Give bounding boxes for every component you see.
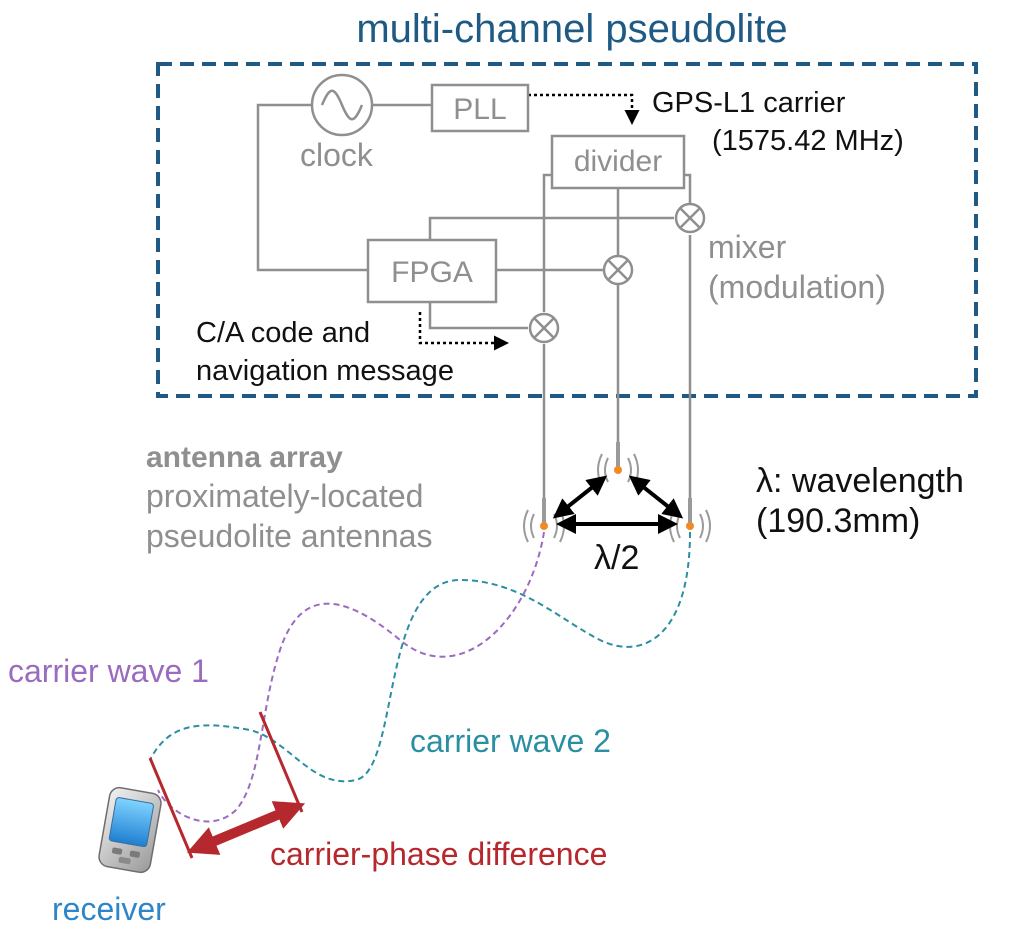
mixer-icon [602, 254, 634, 286]
divider-block [550, 134, 686, 190]
clock-label: clock [300, 137, 374, 173]
spacing-arrows [552, 475, 684, 534]
modulation-label: (modulation) [708, 269, 886, 305]
receiver-device-icon [98, 786, 162, 874]
receiver-label: receiver [52, 891, 166, 927]
diagram-title: multi-channel pseudolite [356, 7, 787, 51]
phase-marker-line [148, 757, 194, 859]
gps-carrier-label: GPS-L1 carrier [652, 87, 846, 119]
fpga-label: FPGA [391, 256, 473, 289]
phase-difference-label: carrier-phase difference [270, 836, 607, 872]
antenna-array-heading: antenna array [146, 441, 343, 474]
fpga-code-arrow [418, 312, 509, 351]
antenna-icon [523, 498, 565, 543]
fpga-block [366, 238, 498, 304]
clock-oscillator-icon [310, 73, 374, 137]
phase-difference-arrow [186, 801, 306, 855]
mixer-icon [528, 312, 560, 344]
pll-reference-arrow [528, 93, 640, 125]
pll-label: PLL [453, 93, 506, 126]
divider-label: divider [574, 145, 662, 178]
pseudolite-enclosure [156, 62, 978, 398]
wavelength-value: (190.3mm) [756, 502, 920, 540]
antenna-icon [597, 442, 639, 487]
antenna-desc-line1: proximately-located [146, 478, 423, 514]
navigation-message-label: navigation message [196, 355, 454, 387]
mixer-icon [674, 202, 706, 234]
carrier-wave-2-path [149, 531, 691, 783]
gps-frequency-label: (1575.42 MHz) [712, 125, 904, 157]
mixer-label: mixer [708, 229, 787, 265]
antenna-desc-line2: pseudolite antennas [146, 518, 432, 554]
carrier-wave-2-label: carrier wave 2 [410, 723, 611, 759]
wavelength-label: λ: wavelength [756, 462, 964, 500]
ca-code-label: C/A code and [196, 317, 370, 349]
half-wavelength-label: λ/2 [594, 539, 639, 577]
carrier-wave-1-label: carrier wave 1 [8, 653, 209, 689]
carrier-wave-1-path [157, 531, 545, 823]
signal-wiring [256, 103, 692, 498]
phase-marker-line [258, 711, 304, 813]
pll-block [430, 83, 530, 133]
